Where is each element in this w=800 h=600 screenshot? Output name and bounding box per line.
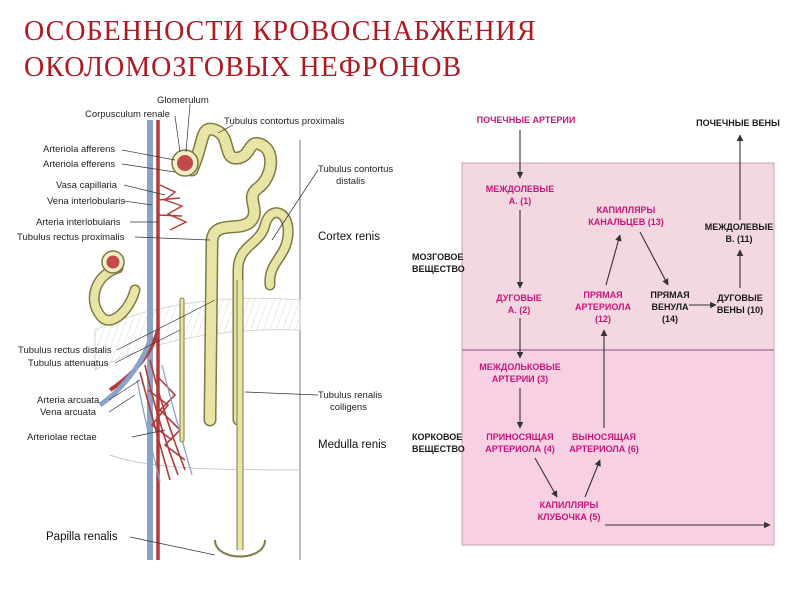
node-interlobar-v-1: МЕЖДОЛЕВЫЕ (705, 222, 773, 232)
label-arteria-arcuata: Arteria arcuata (37, 395, 100, 406)
medulla-curve (109, 454, 301, 471)
glomerulum-upper (177, 155, 193, 171)
label-tubulus-distalis-2: distalis (336, 176, 365, 187)
label-arteria-interlobularis: Arteria interlobularis (36, 217, 121, 228)
node-interlobar-v-2: В. (11) (725, 234, 752, 244)
label-colligens-2: colligens (330, 402, 367, 413)
vasa-capillaria-network (157, 184, 188, 231)
label-tubulus-attenuatus: Tubulus attenuatus (28, 358, 109, 369)
label-tubulus-rectus-proximalis: Tubulus rectus proximalis (17, 232, 125, 243)
label-tubulus-rectus-distalis: Tubulus rectus distalis (18, 345, 112, 356)
node-interlobar-a-2: А. (1) (509, 196, 532, 206)
node-straight-arteriole-2: АРТЕРИОЛА (575, 302, 631, 312)
arteriolae-rectae-network (139, 359, 186, 481)
label-cortex-renis: Cortex renis (318, 231, 380, 243)
node-efferent-1: ВЫНОСЯЩАЯ (572, 432, 636, 442)
label-vena-arcuata: Vena arcuata (40, 407, 97, 418)
label-vena-interlobularis: Vena interlobularis (47, 196, 125, 207)
node-tubule-capillaries-1: КАПИЛЛЯРЫ (597, 205, 656, 215)
zone-cortex-box (461, 349, 775, 546)
title-line-2: ОКОЛОМОЗГОВЫХ НЕФРОНОВ (24, 52, 463, 83)
node-renal-arteries: ПОЧЕЧНЫЕ АРТЕРИИ (477, 115, 576, 125)
node-interlobular-a-2: АРТЕРИИ (3) (492, 374, 548, 384)
venulae-rectae-network (136, 364, 193, 483)
label-vasa-capillaria: Vasa capillaria (56, 180, 118, 191)
node-arcuate-a-2: А. (2) (508, 305, 531, 315)
label-glomerulum: Glomerulum (157, 95, 209, 106)
label-arteriola-afferens: Arteriola afferens (43, 144, 115, 155)
zone-cortex-label-2: ВЕЩЕСТВО (412, 444, 465, 454)
node-straight-arteriole-1: ПРЯМАЯ (583, 290, 622, 300)
label-medulla-renis: Medulla renis (318, 439, 387, 451)
node-renal-veins: ПОЧЕЧНЫЕ ВЕНЫ (696, 118, 780, 128)
node-glom-capillaries-2: КЛУБОЧКА (5) (538, 512, 601, 522)
label-colligens-1: Tubulus renalis (318, 390, 382, 401)
label-tubulus-proximalis: Tubulus contortus proximalis (224, 116, 345, 127)
zone-cortex-label-1: КОРКОВОЕ (412, 432, 462, 442)
node-interlobular-a-1: МЕЖДОЛЬКОВЫЕ (479, 362, 560, 372)
node-interlobar-a-1: МЕЖДОЛЕВЫЕ (486, 184, 554, 194)
glomerulum-lower (106, 255, 120, 269)
zone-medulla-label-1: МОЗГОВОЕ (412, 252, 463, 262)
anatomy-illustration: Glomerulum Corpusculum renale Tubulus co… (17, 95, 393, 560)
page-title: ОСОБЕННОСТИ КРОВОСНАБЖЕНИЯ ОКОЛОМОЗГОВЫХ… (24, 14, 537, 86)
label-corpusculum: Corpusculum renale (85, 109, 170, 120)
node-tubule-capillaries-2: КАНАЛЬЦЕВ (13) (588, 217, 663, 227)
nephron-upper (185, 122, 294, 427)
blood-flow-diagram: МОЗГОВОЕ ВЕЩЕСТВО КОРКОВОЕ ВЕЩЕСТВО ПОЧЕ… (412, 115, 780, 546)
node-arcuate-a-1: ДУГОВЫЕ (496, 293, 541, 303)
node-arcuate-v-2: ВЕНЫ (10) (717, 305, 763, 315)
label-arteriola-efferens: Arteriola efferens (43, 159, 115, 170)
vena-arcuata-vessel (98, 339, 153, 408)
label-papilla-renalis: Papilla renalis (46, 531, 118, 543)
zone-medulla-label-2: ВЕЩЕСТВО (412, 264, 465, 274)
leader-lines (108, 103, 319, 556)
node-afferent-2: АРТЕРИОЛА (4) (485, 444, 554, 454)
node-glom-capillaries-1: КАПИЛЛЯРЫ (540, 500, 599, 510)
flow-arrows (516, 130, 771, 529)
label-tubulus-distalis-1: Tubulus contortus (318, 164, 393, 175)
tubulus-colligens-duct (214, 280, 266, 558)
node-straight-venule-2: ВЕНУЛА (651, 302, 689, 312)
title-line-1: ОСОБЕННОСТИ КРОВОСНАБЖЕНИЯ (24, 16, 537, 47)
node-efferent-2: АРТЕРИОЛА (6) (569, 444, 638, 454)
node-straight-arteriole-3: (12) (595, 314, 611, 324)
node-afferent-1: ПРИНОСЯЩАЯ (486, 432, 554, 442)
node-straight-venule-3: (14) (662, 314, 678, 324)
zone-medulla-box (461, 162, 775, 351)
nephron-lower (88, 262, 185, 443)
node-arcuate-v-1: ДУГОВЫЕ (717, 293, 762, 303)
label-arteriolae-rectae: Arteriolae rectae (27, 432, 97, 443)
node-straight-venule-1: ПРЯМАЯ (650, 290, 689, 300)
